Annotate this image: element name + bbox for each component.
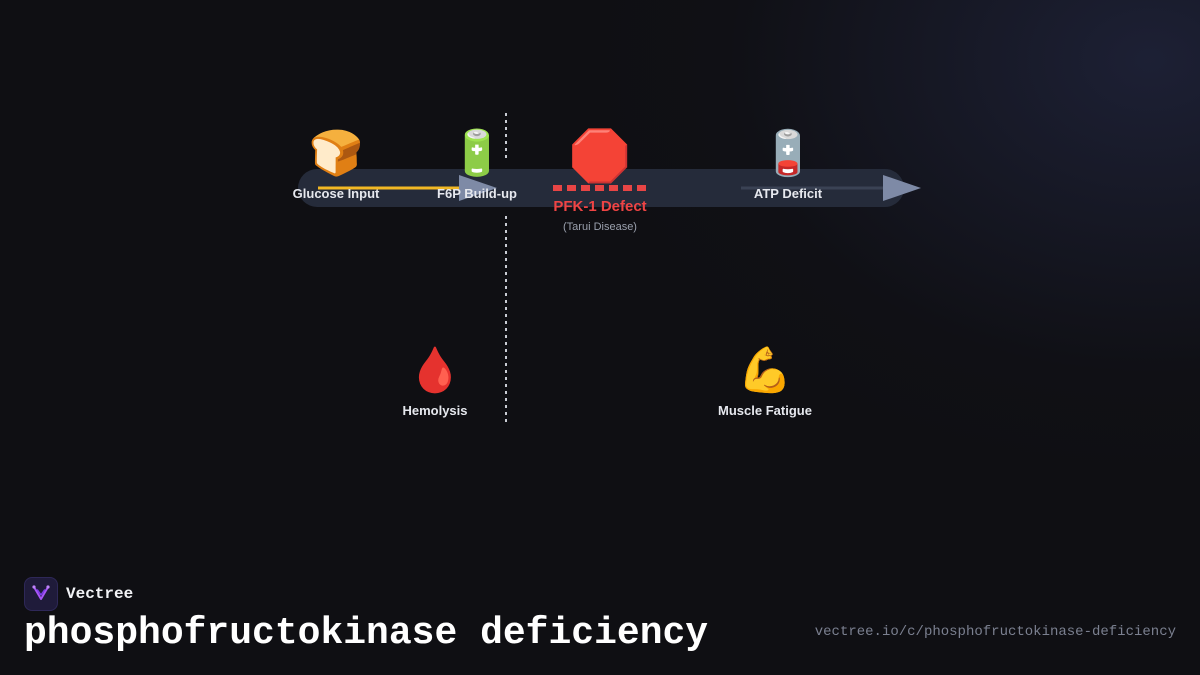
node-label: Hemolysis	[402, 403, 468, 418]
node-hemolysis: 🩸 Hemolysis	[402, 345, 468, 419]
full-battery-icon: 🔋	[449, 128, 505, 179]
node-glucose-input: 🍞 Glucose Input	[292, 128, 380, 202]
brand-name: Vectree	[66, 585, 134, 603]
node-label: Glucose Input	[292, 186, 380, 201]
low-battery-icon: 🪫	[760, 128, 816, 179]
node-muscle-fatigue: 💪 Muscle Fatigue	[718, 345, 812, 419]
brand[interactable]: Vectree	[24, 577, 133, 611]
defect-sublabel: (Tarui Disease)	[563, 221, 637, 233]
flow-arrowhead-2	[883, 175, 921, 201]
node-atp-deficit: 🪫 ATP Deficit	[753, 128, 823, 202]
blood-drop-icon: 🩸	[407, 345, 463, 396]
node-label: Muscle Fatigue	[718, 403, 812, 418]
bread-icon: 🍞	[308, 128, 364, 179]
node-label: F6P Build-up	[437, 186, 517, 201]
node-label: ATP Deficit	[753, 186, 823, 201]
stop-sign-icon: 🛑	[568, 127, 632, 185]
flexed-biceps-icon: 💪	[737, 345, 793, 396]
flow-arrowhead-1	[459, 175, 497, 201]
defect-label: PFK-1 Defect	[553, 198, 647, 215]
page-title: phosphofructokinase deficiency	[24, 612, 709, 655]
vectree-logo-icon	[24, 577, 58, 611]
node-pfk1-defect: 🛑 PFK-1 Defect (Tarui Disease)	[553, 130, 646, 233]
node-f6p-buildup: 🔋 F6P Build-up	[437, 128, 517, 202]
page-url[interactable]: vectree.io/c/phosphofructokinase-deficie…	[814, 624, 1176, 640]
